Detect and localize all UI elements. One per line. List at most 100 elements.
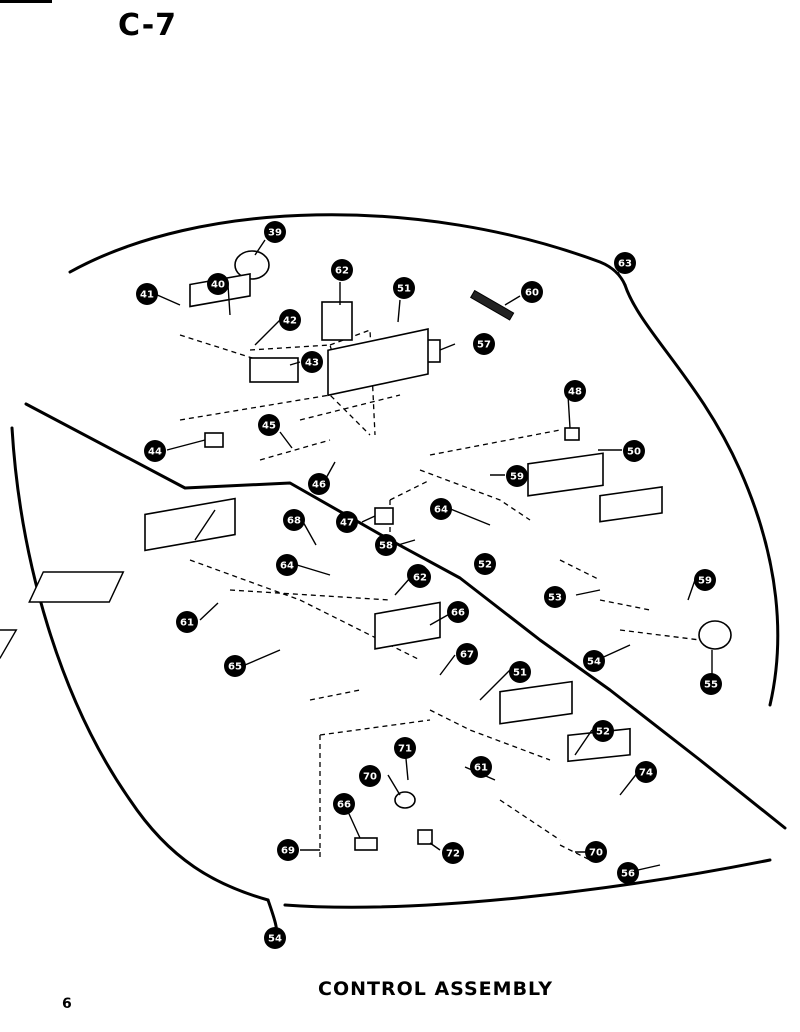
diagram-title: CONTROL ASSEMBLY (318, 978, 553, 1000)
callout-bubble (700, 673, 722, 695)
callout-67: 67 (456, 643, 478, 665)
callout-74: 74 (635, 761, 657, 783)
callout-label: 62 (413, 573, 427, 584)
callout-bubble (509, 661, 531, 683)
callout-70: 70 (359, 765, 381, 787)
callout-label: 53 (548, 593, 562, 604)
header-rule (0, 0, 52, 3)
relay (374, 507, 394, 525)
faceplate (599, 486, 663, 523)
callout-label: 63 (618, 259, 632, 270)
cord-clamp (469, 289, 515, 321)
callout-label: 58 (379, 541, 393, 552)
callout-bubble (544, 586, 566, 608)
callout-label: 52 (478, 560, 492, 571)
callout-bubble (264, 927, 286, 949)
panel-bracket (527, 452, 604, 497)
callout-56: 56 (617, 862, 639, 884)
callout-bubble (207, 273, 229, 295)
callout-label: 70 (589, 848, 603, 859)
callout-bubble (694, 569, 716, 591)
callout-label: 39 (268, 228, 282, 239)
callout-bubble (336, 511, 358, 533)
callout-label: 40 (211, 280, 225, 291)
callout-label: 57 (477, 340, 491, 351)
callout-label: 45 (262, 421, 276, 432)
callout-55: 55 (700, 673, 722, 695)
callout-bubble (506, 465, 528, 487)
callout-bubble (394, 737, 416, 759)
callout-label: 62 (335, 266, 349, 277)
callout-40: 40 (207, 273, 229, 295)
callout-label: 59 (698, 576, 712, 587)
leader-line (194, 509, 696, 701)
callout-60: 60 (521, 281, 543, 303)
callout-label: 68 (287, 516, 301, 527)
page-code: C-7 (118, 8, 178, 43)
callout-bubble (308, 473, 330, 495)
callout-70: 70 (585, 841, 607, 863)
callout-57: 57 (473, 333, 495, 355)
callout-65: 65 (224, 655, 246, 677)
page-number: 6 (62, 996, 72, 1012)
callout-label: 47 (340, 518, 354, 529)
callout-51: 51 (393, 277, 415, 299)
callout-bubble (264, 221, 286, 243)
callout-label: 72 (446, 849, 460, 860)
callout-39: 39 (264, 221, 286, 243)
callout-label: 44 (148, 447, 162, 458)
callout-label: 64 (434, 505, 448, 516)
callout-bubble (409, 566, 431, 588)
callout-68: 68 (283, 509, 305, 531)
lower-housing (374, 601, 441, 650)
callout-label: 51 (397, 284, 411, 295)
callout-bubble (447, 601, 469, 623)
lever-switch (354, 837, 378, 851)
callout-bubble (474, 553, 496, 575)
timer-motor (234, 250, 270, 280)
callout-46: 46 (308, 473, 330, 495)
callout-bubble (585, 841, 607, 863)
callout-label: 61 (180, 618, 194, 629)
callout-bubble (144, 440, 166, 462)
callout-64: 64 (276, 554, 298, 576)
callout-53: 53 (544, 586, 566, 608)
switch-board (249, 357, 299, 383)
callout-bubble (279, 309, 301, 331)
display-board (28, 571, 125, 603)
callout-bubble (564, 380, 586, 402)
callout-52: 52 (592, 720, 614, 742)
callout-label: 42 (283, 316, 297, 327)
callout-71: 71 (394, 737, 416, 759)
callout-label: 50 (627, 447, 641, 458)
callout-41: 41 (136, 283, 158, 305)
callout-label: 67 (460, 650, 474, 661)
section-divider-line (24, 402, 787, 830)
callout-bubble (583, 650, 605, 672)
leader-line (166, 394, 622, 546)
callout-label: 64 (280, 561, 294, 572)
callout-bubble (456, 643, 478, 665)
callout-label: 61 (474, 763, 488, 774)
callout-bubble (301, 351, 323, 373)
callout-label: 52 (596, 727, 610, 738)
callout-44: 44 (144, 440, 166, 462)
callout-42: 42 (279, 309, 301, 331)
callout-61: 61 (470, 756, 492, 778)
callout-61: 61 (176, 611, 198, 633)
callout-label: 54 (587, 657, 601, 668)
small-switch (564, 427, 580, 441)
callout-43: 43 (301, 351, 323, 373)
callout-bubble (592, 720, 614, 742)
callout-62: 62 (409, 566, 431, 588)
callout-51: 51 (509, 661, 531, 683)
callout-66: 66 (333, 793, 355, 815)
callout-62: 62 (331, 259, 353, 281)
callout-bubble (333, 793, 355, 815)
boundary-outline-top (68, 213, 627, 287)
callout-48: 48 (564, 380, 586, 402)
callout-label: 74 (639, 768, 653, 779)
assembly-line (189, 559, 591, 861)
